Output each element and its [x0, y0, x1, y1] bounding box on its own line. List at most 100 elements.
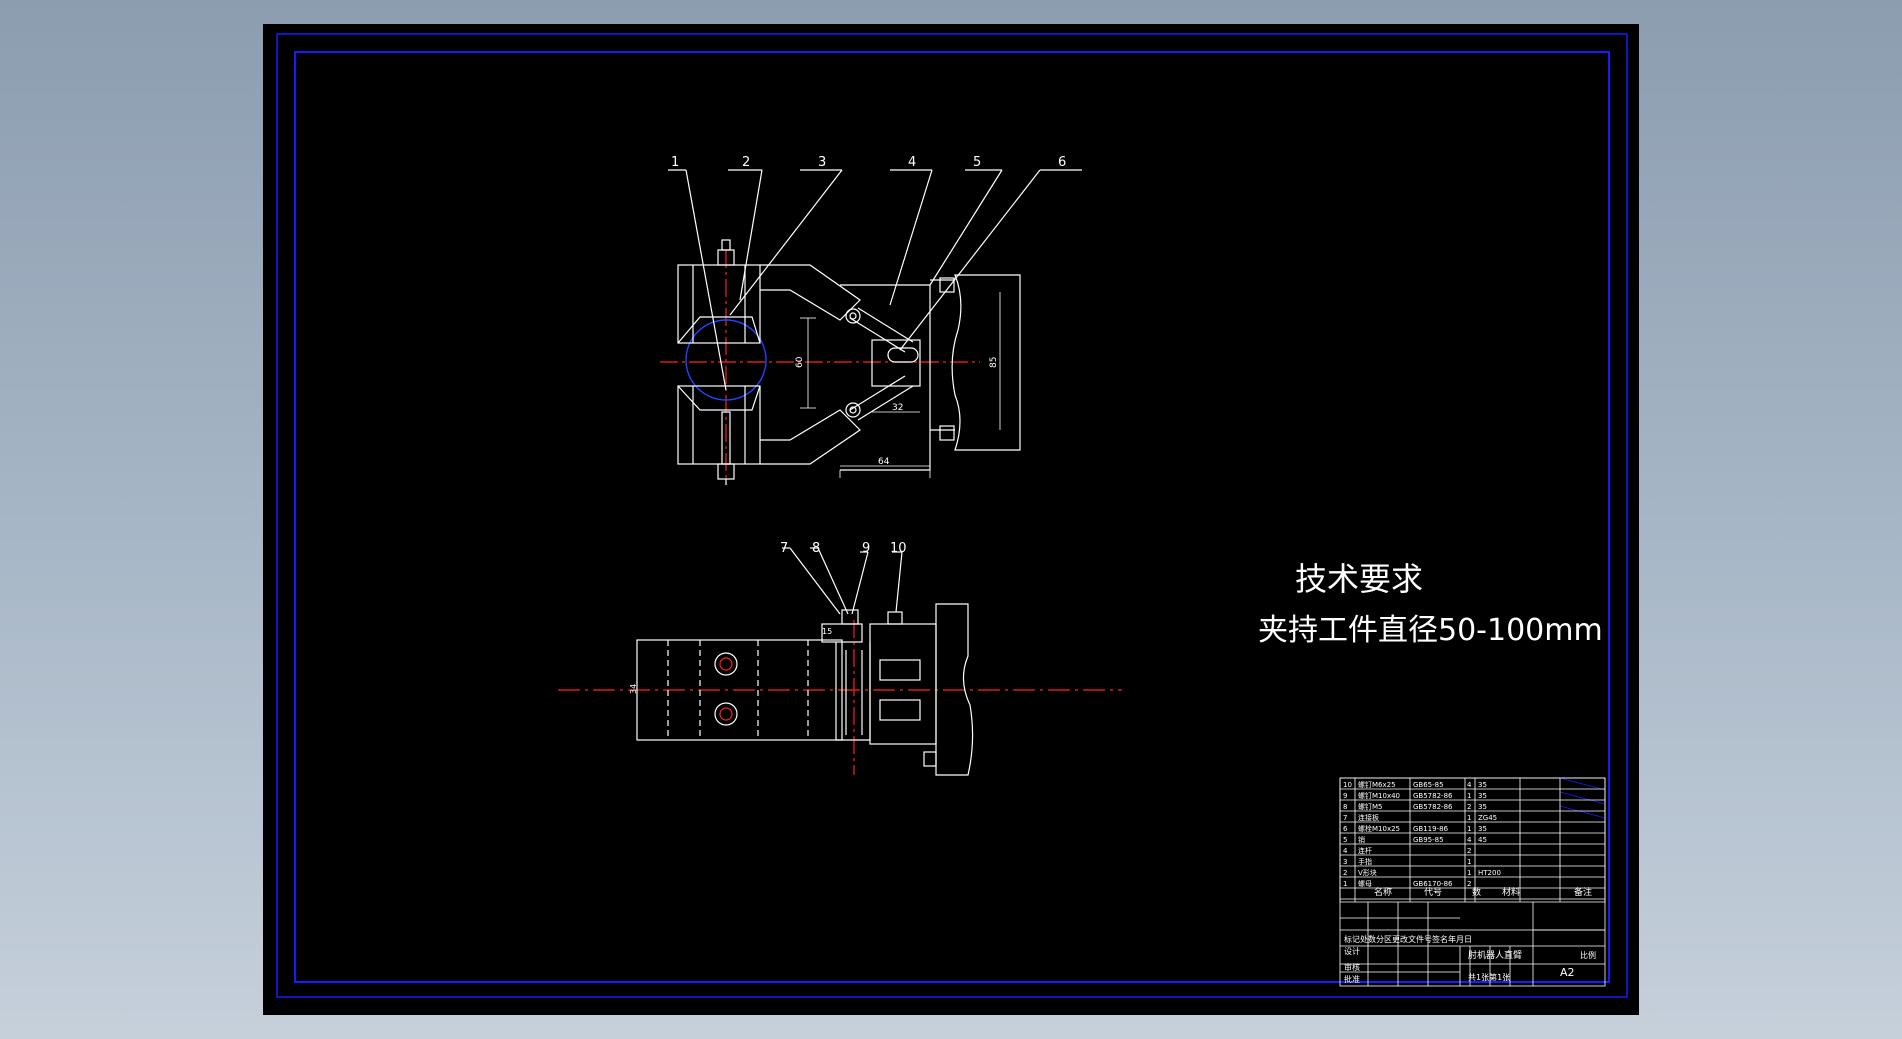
bom-cell-qty: 1 [1467, 869, 1471, 877]
bom-cell-qty: 2 [1467, 880, 1471, 888]
bom-cell-name: 螺母 [1358, 879, 1372, 888]
header-material: 材料 [1502, 886, 1520, 898]
bom-cell-name: 螺钉M10x40 [1358, 791, 1400, 800]
inner-border [294, 51, 1610, 983]
pin-upper [845, 308, 861, 324]
lower-arm [760, 409, 861, 465]
dim-85: 85 [989, 357, 999, 368]
bom-cell-code: GB95-85 [1413, 836, 1444, 844]
revision-label: 标记处数分区更改文件号签名年月日 [1344, 934, 1472, 944]
side-bolt-lower [714, 702, 738, 726]
slot [887, 347, 919, 363]
part-label-7: 7 [780, 541, 788, 556]
bom-cell-mat: 35 [1478, 825, 1487, 833]
bom-cell-mat: ZG45 [1478, 814, 1497, 822]
bom-cell-qty: 1 [1467, 814, 1471, 822]
pin-lower [845, 402, 861, 418]
bom-cell-qty: 1 [1467, 825, 1471, 833]
dim-15: 15 [822, 627, 832, 636]
outer-border [276, 33, 1628, 998]
bom-cell-mat: 45 [1478, 836, 1487, 844]
project-name: 肘机器人直臂 [1468, 949, 1522, 961]
sheet-info: 共1张第1张 [1468, 972, 1510, 982]
bom-cell-name: V形块 [1358, 868, 1377, 877]
bom-cell-code: GB65-85 [1413, 781, 1444, 789]
workpiece-circle [685, 319, 767, 401]
side-view [558, 547, 1122, 776]
bom-cell-no: 5 [1343, 836, 1347, 844]
bom-cell-no: 7 [1343, 814, 1347, 822]
approve-label: 批准 [1344, 974, 1360, 984]
bom-cell-name: 销 [1358, 835, 1365, 844]
bom-cell-name: 手指 [1358, 857, 1372, 866]
bom-cell-mat: 35 [1478, 792, 1487, 800]
bom-cell-no: 6 [1343, 825, 1348, 833]
part-label-9: 9 [862, 541, 870, 556]
designer-label: 设计 [1344, 946, 1360, 956]
connecting-body [840, 284, 931, 471]
bom-cell-qty: 4 [1467, 781, 1472, 789]
bom-cell-name: 连杆 [1358, 846, 1372, 855]
finger-body [636, 639, 843, 741]
side-view-dimensions: 15 34 [629, 627, 832, 694]
bom-cell-code: GB5782-86 [1413, 803, 1453, 811]
bom-cell-name: 螺栓M10x25 [1358, 824, 1400, 833]
bom-cell-qty: 1 [1467, 792, 1471, 800]
bom-cell-qty: 1 [1467, 858, 1471, 866]
bom-cell-mat: HT200 [1478, 869, 1501, 877]
side-flange [935, 603, 974, 776]
bom-cell-qty: 4 [1467, 836, 1472, 844]
checker-label: 审核 [1344, 962, 1360, 972]
tech-req-line1: 夹持工件直径50-100mm [1258, 613, 1603, 648]
front-view-dimensions: 60 85 32 64 [795, 356, 999, 467]
bom-cell-no: 10 [1343, 781, 1352, 789]
lower-v-groove [677, 385, 761, 411]
bom-cell-no: 9 [1343, 792, 1347, 800]
dim-64: 64 [878, 457, 890, 467]
bom-cell-mat: 35 [1478, 803, 1487, 811]
bom-cell-name: 连接板 [1358, 813, 1379, 822]
part-label-3: 3 [818, 155, 826, 170]
technical-requirements: 技术要求 夹持工件直径50-100mm [1258, 560, 1603, 648]
part-label-8: 8 [812, 541, 820, 556]
upper-v-groove [677, 316, 761, 344]
bom-cell-name: 螺钉M6x25 [1358, 780, 1396, 789]
bom-cell-code: GB119-86 [1413, 825, 1449, 833]
front-view [660, 169, 1082, 485]
bom-cell-name: 螺钉M5 [1358, 802, 1383, 811]
bom-cell-no: 3 [1343, 858, 1347, 866]
header-name: 名称 [1374, 886, 1392, 898]
mounting-flange [951, 274, 1021, 451]
front-view-labels: 1 2 3 4 5 6 [671, 155, 1066, 170]
part-label-2: 2 [742, 155, 750, 170]
dim-34: 34 [629, 684, 638, 694]
slider-block [871, 339, 921, 387]
sheet-size: A2 [1560, 966, 1575, 979]
bom-cell-no: 8 [1343, 803, 1347, 811]
side-bolt-upper [714, 652, 738, 676]
scale-label: 比例 [1580, 950, 1596, 960]
dim-32: 32 [892, 403, 903, 413]
tech-req-title: 技术要求 [1295, 560, 1423, 598]
dim-60: 60 [795, 356, 805, 368]
part-label-4: 4 [908, 155, 916, 170]
bom-cell-code: GB5782-86 [1413, 792, 1453, 800]
part-label-6: 6 [1058, 155, 1066, 170]
side-view-labels: 7 8 9 10 [780, 541, 907, 556]
bom-cell-code: GB6170-86 [1413, 880, 1453, 888]
header-code: 代号 [1424, 887, 1442, 898]
header-qty: 数 [1472, 886, 1481, 898]
bom-cell-mat: 35 [1478, 781, 1487, 789]
part-label-5: 5 [973, 155, 981, 170]
bom-cell-no: 1 [1343, 880, 1347, 888]
bom-cell-no: 4 [1343, 847, 1348, 855]
header-remark: 备注 [1574, 886, 1592, 898]
part-label-1: 1 [671, 155, 679, 170]
bom-cell-qty: 2 [1467, 803, 1471, 811]
title-block [1339, 777, 1606, 987]
bom-cell-no: 2 [1343, 869, 1347, 877]
part-label-10: 10 [890, 541, 907, 556]
bom-cell-qty: 2 [1467, 847, 1471, 855]
